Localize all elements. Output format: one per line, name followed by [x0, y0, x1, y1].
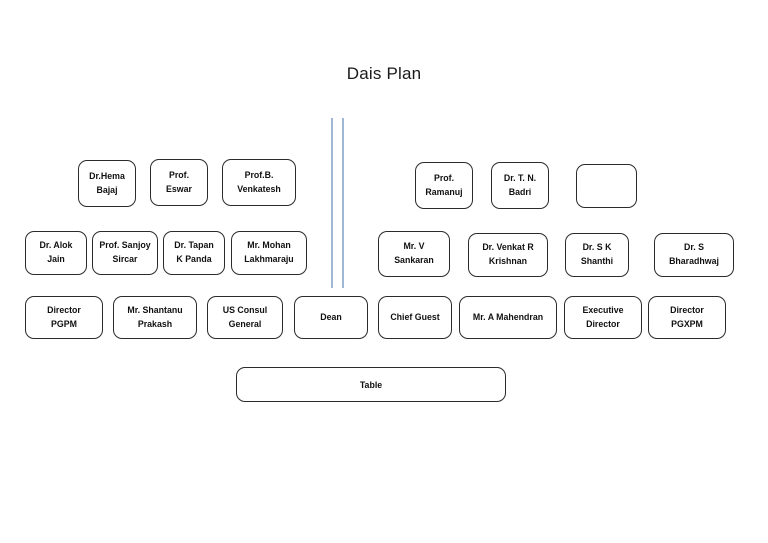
seat-label-line2: Krishnan [488, 256, 528, 266]
seat-label-line1: Dr. T. N. [503, 172, 537, 183]
seat-empty-row1 [576, 164, 637, 208]
seat-label-line1: Prof. [433, 172, 455, 183]
seat-label-line1: Executive [582, 304, 624, 315]
seat-label-line1: Dean [320, 311, 342, 322]
seat-label-line2: Director [586, 318, 620, 329]
seat-label-line2: Sankaran [394, 255, 434, 265]
seat-dr-t-n-badri: Dr. T. N. Badri [491, 162, 549, 209]
seat-label-line1: Prof. Sanjoy [99, 240, 151, 251]
seat-label-line2: Bajaj [96, 184, 118, 195]
table-box: Table [236, 367, 506, 402]
seat-dr-s-k-shanthi: Dr. S K Shanthi [565, 233, 629, 277]
seat-label-line1: Dr. Venkat R [482, 242, 534, 253]
seat-label-line2: PGPM [51, 318, 77, 329]
seat-label-line1: Dr. S K [582, 242, 612, 253]
seat-prof-eswar: Prof. Eswar [150, 159, 208, 206]
seat-label-line1: Dr.Hema [89, 170, 125, 181]
seat-mr-a-mahendran: Mr. A Mahendran [459, 296, 557, 339]
seat-prof-b-venkatesh: Prof.B. Venkatesh [222, 159, 296, 206]
seat-chief-guest: Chief Guest [378, 296, 452, 339]
seat-mr-v-sankaran: Mr. V Sankaran [378, 231, 450, 277]
seat-label-line2: Lakhmaraju [244, 254, 294, 264]
seat-label-line2: General [228, 318, 262, 329]
seat-label-line1: Mr. Mohan [247, 240, 291, 251]
center-aisle-line-left [331, 118, 333, 288]
seat-label-line2: Venkatesh [237, 183, 281, 194]
seat-label-line1: Mr. Shantanu [127, 304, 183, 315]
seat-label-line2: K Panda [176, 254, 212, 264]
seat-prof-ramanuj: Prof. Ramanuj [415, 162, 473, 209]
center-aisle-line-right [342, 118, 344, 288]
page-title: Dais Plan [346, 64, 422, 83]
seat-label-line1: Chief Guest [390, 311, 440, 322]
table-label: Table [359, 379, 383, 390]
seat-label-line2: Ramanuj [425, 186, 463, 197]
seat-label-line1: Mr. V [403, 241, 425, 252]
seat-label-line2: Bharadhwaj [669, 256, 719, 266]
seat-label-line1: Dr. Tapan [174, 240, 214, 251]
seat-label-line1: Director [670, 304, 704, 315]
seat-label-line2: Jain [47, 254, 65, 264]
seat-dean: Dean [294, 296, 368, 339]
seat-label-line1: Prof. [168, 169, 190, 180]
seat-label-line1: Dr. Alok [39, 240, 73, 251]
seat-label-line1: Mr. A Mahendran [472, 311, 544, 322]
seat-label-line1: US Consul [222, 304, 268, 315]
seat-dr-venkat-r-krishnan: Dr. Venkat R Krishnan [468, 233, 548, 277]
seat-dr-s-bharadhwaj: Dr. S Bharadhwaj [654, 233, 734, 277]
seat-label-line2: PGXPM [671, 318, 703, 329]
seat-label-line2: Shanthi [580, 256, 614, 266]
seat-label-line2: Prakash [137, 318, 173, 329]
seat-label-line1: Prof.B. [244, 169, 274, 180]
seat-label-line2: Eswar [166, 183, 192, 194]
seat-label-line2: Sircar [112, 254, 138, 264]
seat-label-line1: Dr. S [683, 242, 705, 253]
seat-label-line1: Director [47, 304, 81, 315]
seat-label-line2: Badri [508, 186, 532, 197]
seat-dr-tapan-k-panda: Dr. Tapan K Panda [163, 231, 225, 275]
